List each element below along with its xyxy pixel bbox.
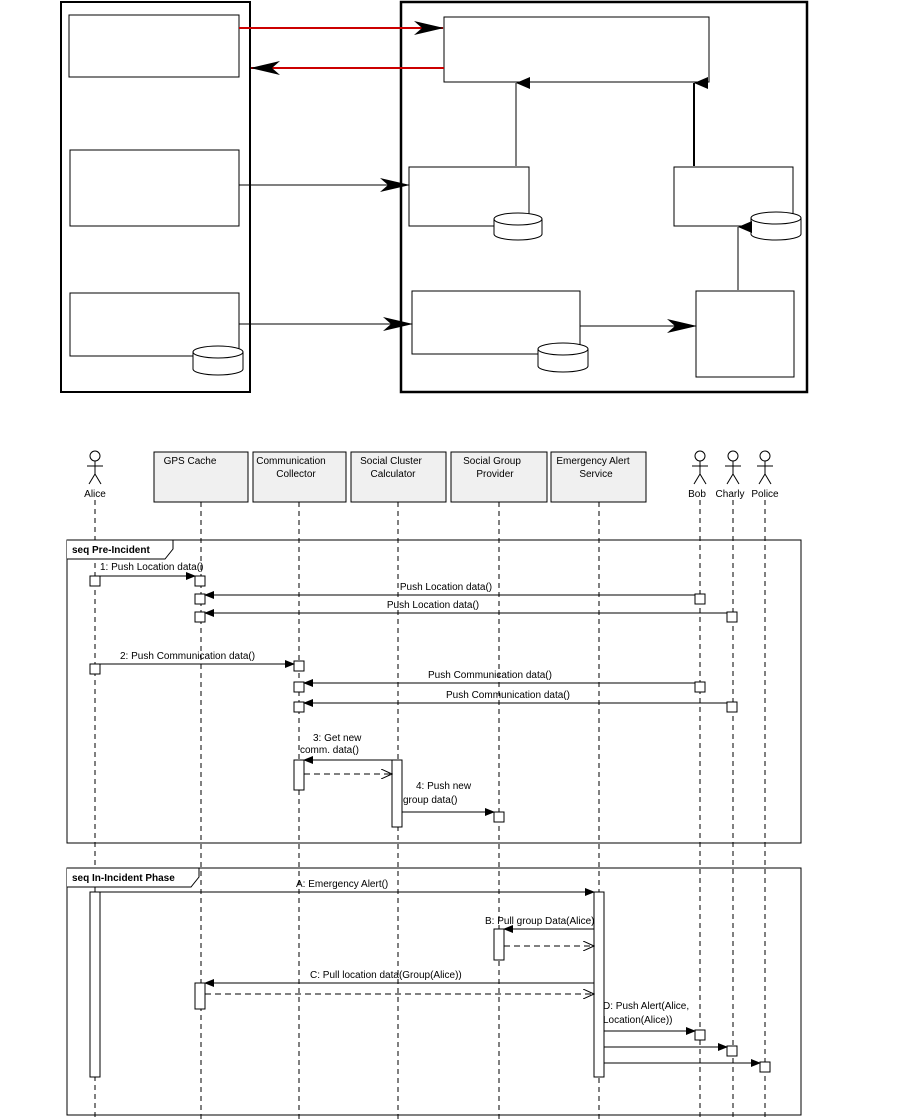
server-box-left-middle [408, 166, 530, 227]
message-D-label-line1: D: Push Alert(Alice, [603, 1001, 689, 1012]
actor-police-label: Police [751, 489, 779, 500]
frame-pre-incident-title: seq Pre-Incident [72, 545, 150, 556]
message-D-label-line2: Location(Alice)) [603, 1015, 672, 1026]
frame-in-incident: seq In-Incident Phase [66, 867, 802, 1116]
message-3-label-line1: 3: Get new [313, 733, 362, 744]
message-2-charly-label: Push Communication data() [446, 690, 570, 701]
svg-text:Social Cluster: Social Cluster [360, 456, 422, 467]
activations-in [89, 891, 771, 1078]
messages-in [100, 888, 761, 1067]
svg-text:Collector: Collector [276, 469, 316, 480]
svg-text:Social Group: Social Group [463, 456, 521, 467]
architecture-diagram [60, 0, 809, 394]
client-box-1 [68, 14, 240, 78]
message-C-label: C: Pull location data(Group(Alice)) [310, 970, 462, 981]
actor-police [757, 450, 773, 485]
lifelines [94, 500, 766, 1120]
lifeline-emergency-alert-service: Emergency Alert Service [550, 451, 647, 503]
svg-text:Provider: Provider [476, 469, 514, 480]
actor-bob-label: Bob [688, 489, 706, 500]
svg-text:Service: Service [579, 469, 613, 480]
server-box-right-bottom [695, 290, 795, 378]
lifeline-social-group-provider: Social Group Provider [450, 451, 548, 503]
message-4-label-line2: group data() [403, 795, 457, 806]
database-icon [537, 342, 589, 373]
actor-bob [692, 450, 708, 485]
message-1-charly-label: Push Location data() [387, 600, 479, 611]
server-box-right-middle [673, 166, 794, 227]
message-1-bob-label: Push Location data() [400, 582, 492, 593]
database-icon [493, 212, 543, 241]
messages-pre [100, 572, 727, 816]
server-top-box [443, 16, 710, 83]
database-icon [750, 211, 802, 241]
message-2-label: 2: Push Communication data() [120, 651, 255, 662]
message-3-label-line2: comm. data() [300, 745, 359, 756]
message-A-label: A: Emergency Alert() [296, 879, 388, 890]
message-1-label: 1: Push Location data() [100, 562, 203, 573]
lifeline-communication-collector: Communication Collector [252, 451, 347, 503]
lifeline-social-cluster-calculator: Social Cluster Calculator [350, 451, 447, 503]
frame-in-incident-title: seq In-Incident Phase [72, 873, 175, 884]
database-icon [192, 345, 244, 376]
svg-text:Calculator: Calculator [370, 469, 416, 480]
svg-text:GPS Cache: GPS Cache [164, 456, 217, 467]
actor-alice-label: Alice [84, 489, 106, 500]
svg-text:Communication: Communication [256, 456, 325, 467]
message-4-label-line1: 4: Push new [416, 781, 472, 792]
lifeline-gps-cache: GPS Cache [153, 451, 249, 503]
actor-charly-label: Charly [716, 489, 745, 500]
client-container [60, 1, 251, 393]
message-2-bob-label: Push Communication data() [428, 670, 552, 681]
sequence-diagram: Alice Bob Charly Police GP [66, 450, 802, 1120]
message-B-label: B: Pull group Data(Alice) [485, 916, 595, 927]
actor-charly [725, 450, 741, 485]
server-container [399, 0, 809, 394]
svg-text:Emergency Alert: Emergency Alert [556, 456, 630, 467]
frame-pre-incident: seq Pre-Incident [66, 539, 802, 844]
actor-alice [87, 450, 103, 485]
activations-pre [89, 575, 738, 828]
client-box-2 [69, 149, 240, 227]
